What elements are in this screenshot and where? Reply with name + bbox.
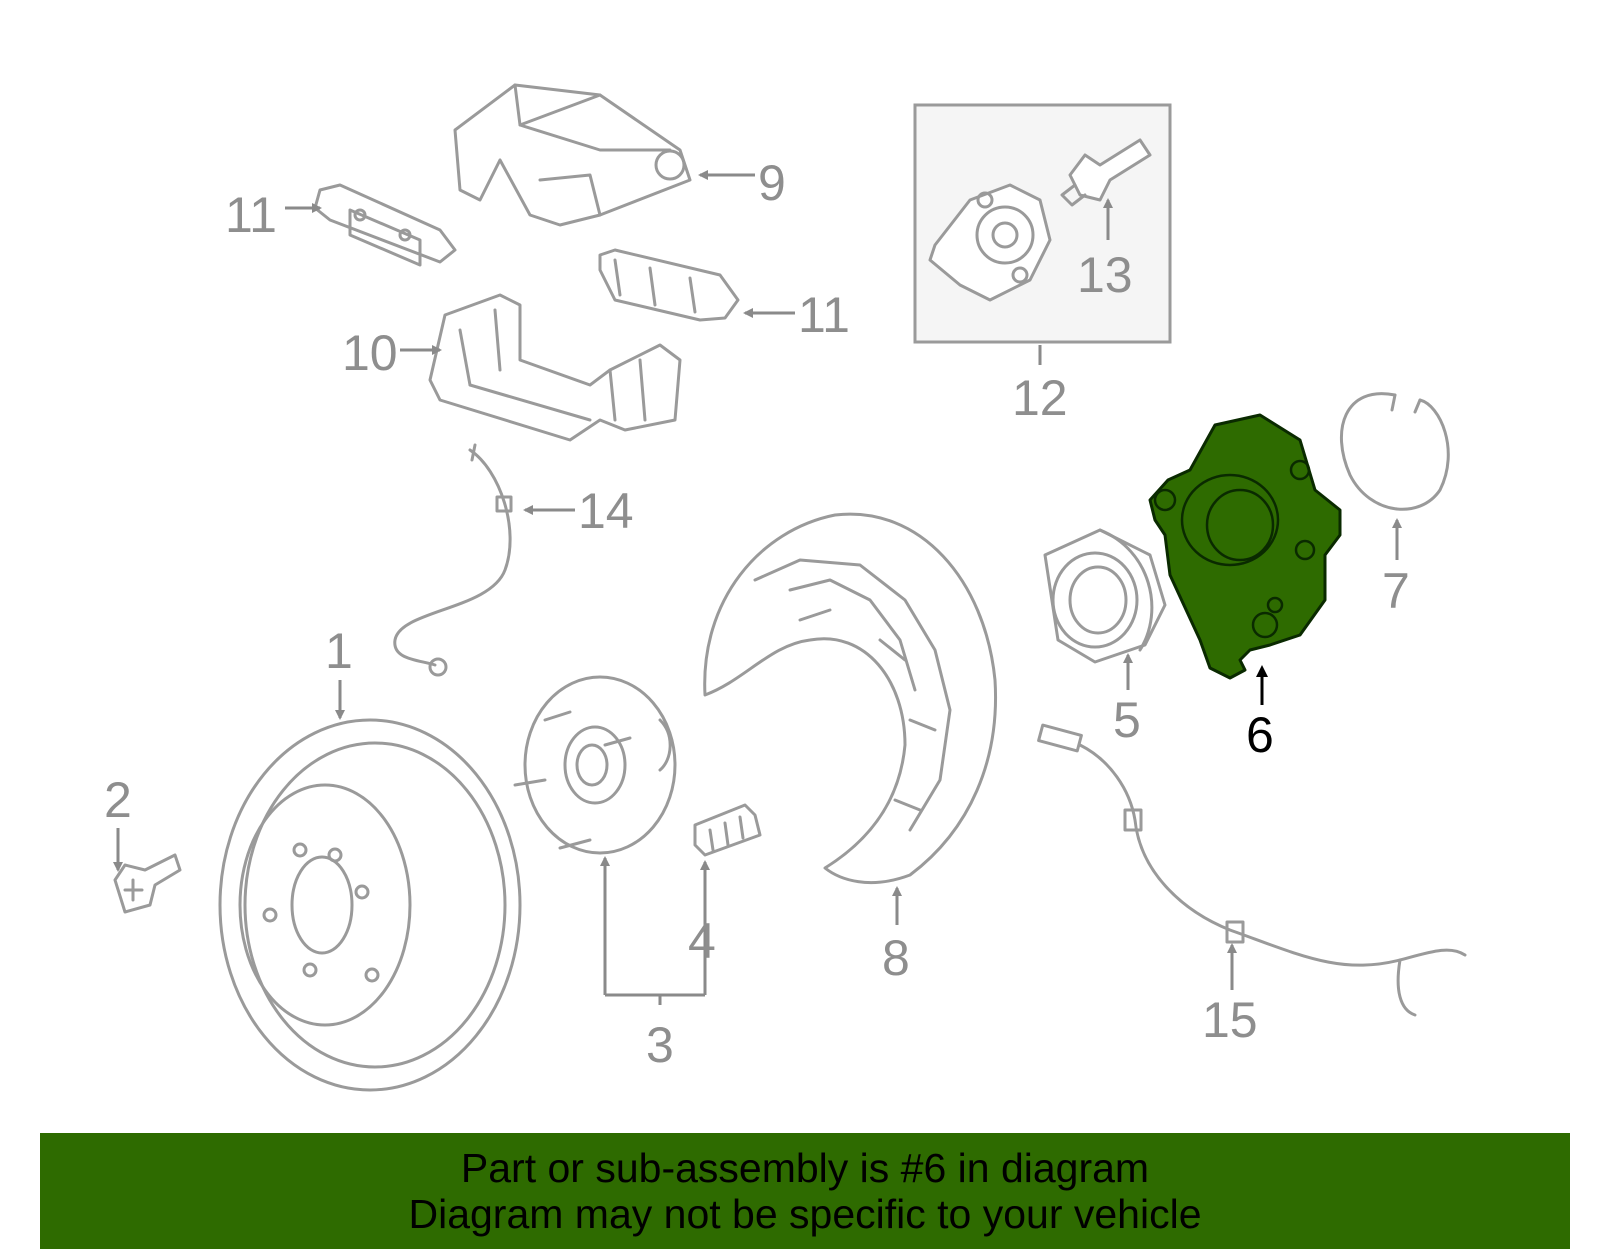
callout-7: 7: [1382, 563, 1410, 619]
callout-14: 14: [578, 483, 634, 539]
callout-4: 4: [688, 913, 716, 969]
brake-pad-part-right[interactable]: [598, 248, 740, 322]
callout-13: 13: [1077, 247, 1133, 303]
callout-15: 15: [1202, 992, 1258, 1048]
callout-11-right: 11: [798, 287, 850, 343]
hub-bolt-part[interactable]: [1060, 138, 1152, 207]
callout-9: 9: [758, 155, 786, 211]
brake-rotor-part[interactable]: [218, 718, 522, 1092]
callout-10: 10: [342, 325, 398, 381]
caliper-part[interactable]: [453, 83, 692, 227]
banner-line-1: Part or sub-assembly is #6 in diagram: [460, 1145, 1150, 1191]
wheel-stud-part[interactable]: [693, 803, 762, 857]
callout-11-left: 11: [225, 187, 277, 243]
callout-12: 12: [1012, 370, 1068, 426]
callout-labels: 9 11 11 10 12 13 14 7 6 5 1 2 4 8 3 15: [104, 155, 1410, 1073]
callout-8: 8: [882, 930, 910, 986]
callout-6: 6: [1246, 707, 1274, 763]
banner-line-2: Diagram may not be specific to your vehi…: [408, 1191, 1202, 1237]
brake-hose-part[interactable]: [393, 443, 513, 677]
brake-pad-part-left[interactable]: [313, 183, 457, 267]
bearing-housing-part-highlighted[interactable]: [1148, 413, 1342, 680]
callout-5: 5: [1113, 692, 1141, 748]
wheel-bearing-part[interactable]: [1043, 528, 1167, 664]
parts-diagram: 9 11 11 10 12 13 14 7 6 5 1 2 4 8 3 15: [104, 83, 1467, 1092]
callout-2: 2: [104, 772, 132, 828]
hub-assembly-box[interactable]: [913, 103, 1172, 344]
snap-ring-part[interactable]: [1339, 392, 1450, 511]
caliper-bracket-part[interactable]: [428, 293, 682, 442]
wheel-hub-part[interactable]: [513, 675, 677, 855]
rotor-screw-part[interactable]: [113, 853, 182, 914]
dust-shield-part[interactable]: [703, 512, 998, 884]
abs-sensor-wire-part[interactable]: [1037, 723, 1467, 1017]
leader-lines: [113, 170, 1402, 1005]
callout-1: 1: [325, 623, 353, 679]
info-banner: Part or sub-assembly is #6 in diagram Di…: [40, 1133, 1570, 1249]
callout-3: 3: [646, 1017, 674, 1073]
